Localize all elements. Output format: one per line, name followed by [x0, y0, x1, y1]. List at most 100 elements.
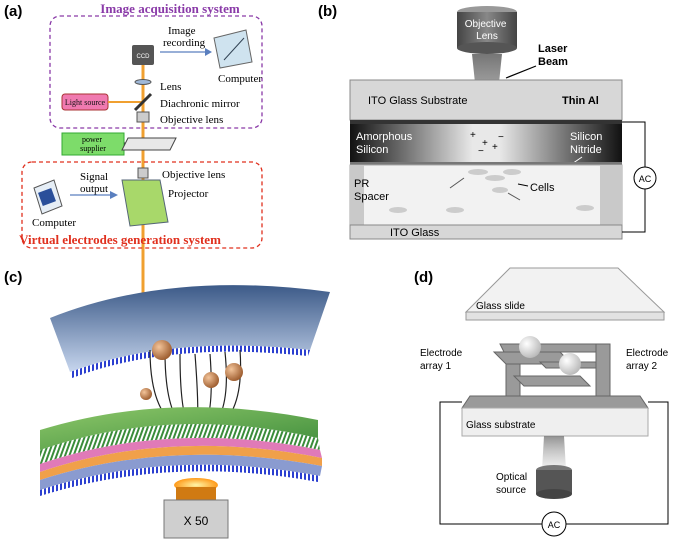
- laser-beam-label: Laser Beam: [538, 43, 570, 68]
- signal-output-label: Signal output: [80, 171, 111, 195]
- glass-slide-edge: [465, 311, 665, 321]
- ito-glass-substrate-layer: [349, 79, 623, 121]
- particle-sphere-icon: [519, 336, 541, 358]
- projector-icon: [121, 179, 169, 227]
- panel-d: (d) Glass slide Electrode array 1 Electr…: [414, 267, 671, 537]
- mirror-icon: [133, 92, 153, 112]
- power-supplier-box: [61, 132, 125, 156]
- arrow-head-icon: [110, 191, 118, 199]
- panel-b-label: (b): [318, 3, 337, 20]
- particle-icon: [152, 340, 172, 360]
- sample-stage-icon: [121, 137, 177, 151]
- charge-plus-icon: +: [492, 142, 498, 153]
- panel-a-label: (a): [4, 3, 22, 20]
- glass-substrate: [461, 407, 649, 437]
- laser-pointer: [505, 65, 537, 79]
- cell-icon: [492, 187, 508, 193]
- objective-ring: [176, 487, 216, 501]
- amorphous-silicon-label: Amorphous Silicon: [356, 131, 415, 156]
- objective-lens-bottom-label: Objective lens: [162, 169, 225, 181]
- particle-sphere-icon: [559, 353, 581, 375]
- top-plate-edge: [70, 345, 310, 378]
- particle-icon: [225, 363, 243, 381]
- panel-a: (a) Image acquisition system CCD Image r…: [4, 1, 263, 320]
- cell-icon: [485, 175, 505, 181]
- silicon-nitride-label: Silicon Nitride: [570, 131, 605, 156]
- bottom-stripe-edge: [40, 464, 320, 496]
- objective-body-icon: [163, 499, 229, 539]
- thin-al-label: Thin Al: [562, 95, 599, 107]
- cell-icon: [389, 207, 407, 213]
- ccd-camera-icon: [132, 45, 154, 65]
- pr-spacer-right: [600, 165, 622, 225]
- acquisition-box: [49, 15, 263, 129]
- thin-al-layer: [350, 120, 622, 124]
- pink-layer: [40, 437, 322, 472]
- charge-plus-icon: +: [482, 138, 488, 149]
- cells-label: Cells: [530, 182, 555, 194]
- stylus-icon: [223, 37, 245, 61]
- virtual-electrodes-box: [21, 161, 263, 249]
- particle-icon: [203, 372, 219, 388]
- projector-label: Projector: [168, 188, 209, 200]
- ac-label-b: AC: [639, 174, 652, 184]
- computer-top-label: Computer: [218, 73, 262, 85]
- amorphous-silicon-layer: [350, 124, 622, 162]
- arrow-head-icon: [205, 48, 212, 56]
- pr-spacer-left: [350, 165, 364, 225]
- panel-c: (c) X 50: [4, 269, 330, 539]
- magnification-label: X 50: [184, 514, 209, 528]
- objective-lens-label: Objective Lens: [465, 19, 509, 42]
- diachronic-mirror-label: Diachronic mirror: [160, 98, 240, 110]
- objective-bottom: [457, 42, 517, 54]
- virtual-electrodes-title: Virtual electrodes generation system: [19, 232, 221, 247]
- cells-pointer: [517, 183, 529, 187]
- screen-icon: [38, 188, 56, 206]
- optical-source-bottom: [536, 489, 572, 499]
- top-electrode-plate: [50, 285, 330, 372]
- optical-beam: [542, 436, 566, 470]
- power-supplier-label: power supplier: [80, 135, 106, 153]
- orange-layer: [40, 445, 322, 480]
- panel-b: (b) Objective Lens Laser Beam ITO Glass …: [318, 3, 657, 240]
- green-layer: [40, 407, 318, 450]
- cell-icon: [576, 205, 594, 211]
- image-recording-label: Image recording: [163, 25, 206, 49]
- blue-layer: [40, 454, 322, 490]
- ac-wire-bottom: [622, 188, 646, 233]
- cell-icon: [503, 169, 521, 175]
- lens-icon: [134, 79, 152, 85]
- ac-label-d: AC: [548, 520, 561, 530]
- pr-spacer-label: PR Spacer: [354, 178, 389, 203]
- particle-icon: [140, 388, 152, 400]
- objective-lens-icon: [136, 111, 150, 123]
- acquisition-title: Image acquisition system: [100, 1, 240, 16]
- computer-bottom-label: Computer: [32, 217, 76, 229]
- ac-wire-right: [566, 401, 669, 525]
- ito-glass-substrate-label: ITO Glass Substrate: [368, 95, 467, 107]
- cell-arrow: [449, 177, 465, 189]
- charge-minus-icon: −: [498, 132, 504, 143]
- computer-monitor-icon: [213, 29, 253, 69]
- glass-slide-label: Glass slide: [476, 301, 525, 312]
- green-stripe-edge: [40, 424, 320, 464]
- ac-source-icon: [541, 511, 567, 537]
- ac-wire-left: [439, 401, 542, 525]
- glass-substrate-label: Glass substrate: [466, 420, 536, 431]
- panel-c-label: (c): [4, 269, 22, 286]
- ac-source-icon: [633, 166, 657, 190]
- silicon-nitride-layer: [350, 162, 622, 165]
- charge-minus-icon: −: [478, 146, 484, 157]
- cell-icon: [468, 169, 488, 175]
- electrode-array-1-label: Electrode array 1: [420, 348, 465, 372]
- ccd-label: CCD: [137, 54, 151, 60]
- electrode-array-2-label: Electrode array 2: [626, 348, 671, 372]
- panel-d-label: (d): [414, 269, 433, 286]
- cell-icon: [446, 207, 464, 213]
- cell-arrow: [507, 192, 521, 201]
- ac-wire-top: [622, 121, 646, 168]
- projector-objective-icon: [137, 167, 149, 179]
- electrode-arrays: [461, 343, 649, 409]
- light-source-label: Light source: [65, 98, 106, 107]
